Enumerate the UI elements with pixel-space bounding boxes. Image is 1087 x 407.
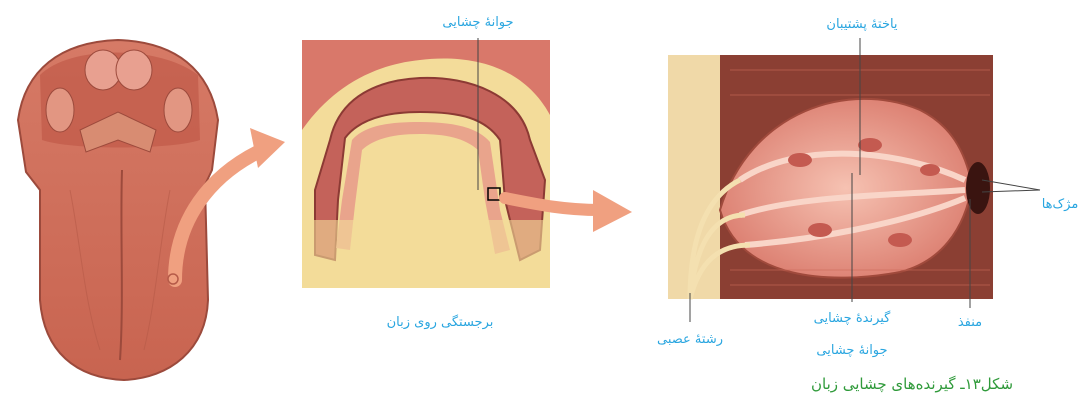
- label-supporting-cell: یاختهٔ پشتیبان: [826, 17, 898, 32]
- label-microvilli: مژک‌ها: [1042, 197, 1079, 212]
- label-nerve-fiber: رشتهٔ عصبی: [657, 332, 723, 347]
- label-taste-bud-top: جوانهٔ چشایی: [442, 15, 513, 30]
- label-pore: منفذ: [958, 315, 982, 330]
- figure-caption: شکل۱۳ـ گیرنده‌های چشایی زبان: [811, 375, 1013, 393]
- label-taste-receptor: گیرندهٔ چشایی: [814, 310, 892, 326]
- papilla-cross-section: [302, 40, 550, 288]
- taste-bud-illustration: [668, 55, 993, 299]
- label-tongue-papilla: برجستگی روی زبان: [387, 314, 494, 330]
- label-taste-bud-bottom: جوانهٔ چشایی: [816, 343, 887, 358]
